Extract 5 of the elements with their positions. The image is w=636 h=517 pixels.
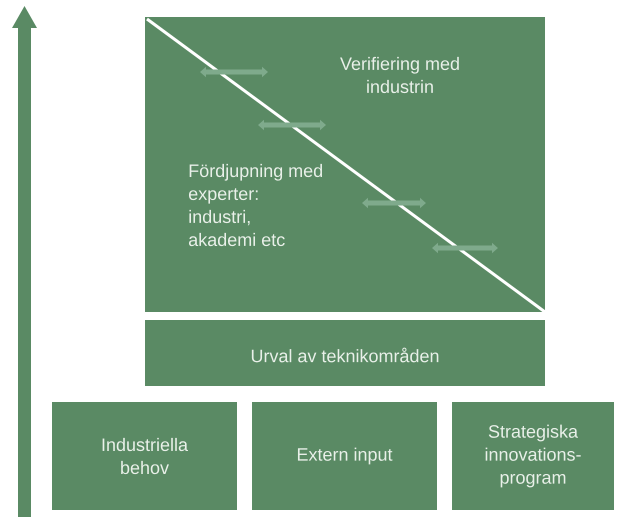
process-box: Strategiska innovations-program [452,402,614,510]
process-box: Urval av teknikområden [145,320,545,386]
process-box: Industriella behov [52,402,237,510]
process-box: Extern input [252,402,437,510]
process-box: Verifiering med industrin Fördjupning med experter: industri, akademi etc [145,17,546,314]
